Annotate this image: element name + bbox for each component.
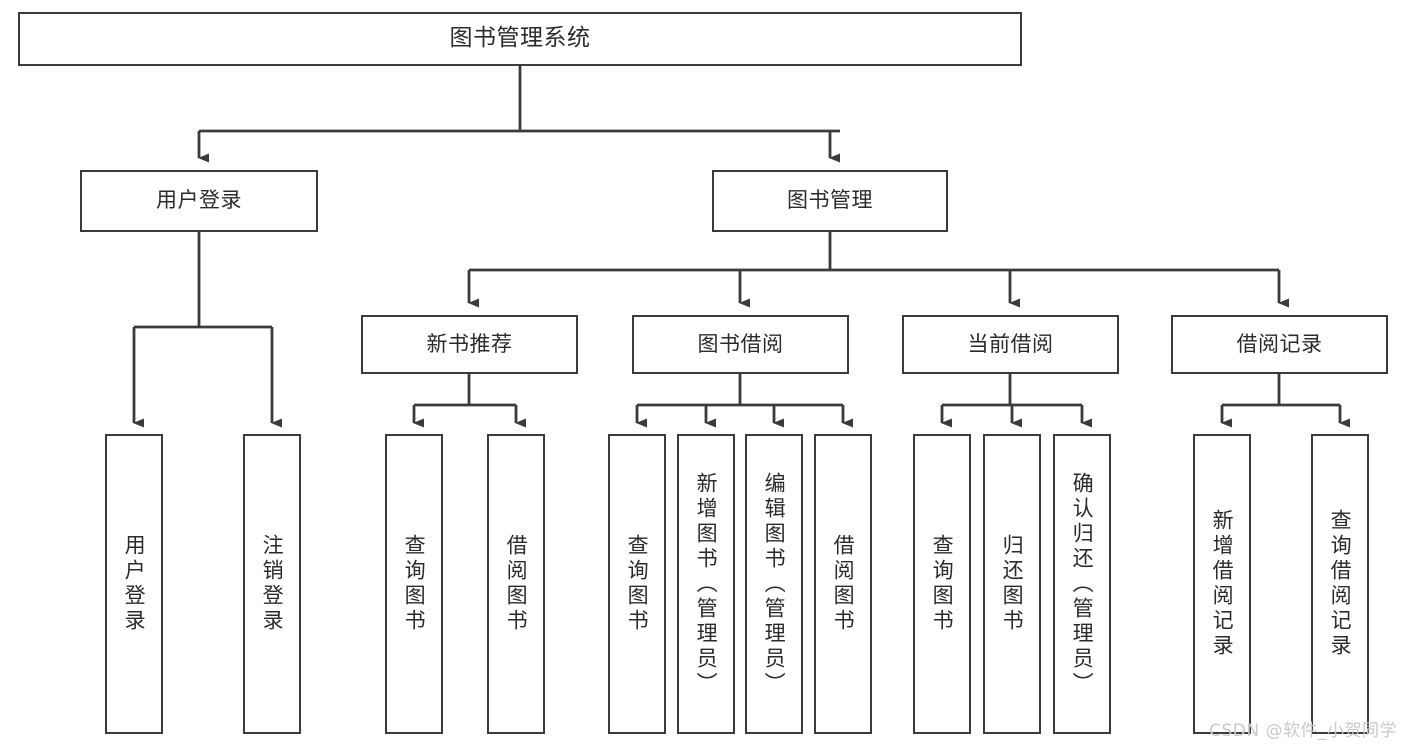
edges-currentborrow-to-leaves — [940, 374, 1092, 428]
node-label: 借阅记录 — [1236, 331, 1323, 356]
node-label: 用户登录 — [156, 188, 242, 213]
node-leaf-query-book-2[interactable]: 查询图书 — [608, 434, 666, 734]
node-leaf-add-book[interactable]: 新增图书（管理员） — [677, 434, 735, 734]
node-label: 用户登录 — [122, 534, 147, 634]
node-current-borrow[interactable]: 当前借阅 — [902, 315, 1119, 374]
node-label: 图书管理 — [787, 188, 873, 213]
node-leaf-add-record[interactable]: 新增借阅记录 — [1193, 434, 1251, 734]
node-borrow-record[interactable]: 借阅记录 — [1171, 315, 1388, 374]
node-label: 查询图书 — [625, 534, 650, 634]
edges-newbook-to-leaves — [412, 374, 526, 428]
edges-borrowrecord-to-leaves — [1220, 374, 1350, 428]
edges-bookmgmt-to-level3 — [467, 232, 1289, 308]
node-label: 归还图书 — [1000, 534, 1025, 634]
node-leaf-query-book-1[interactable]: 查询图书 — [385, 434, 443, 734]
node-leaf-confirm-return[interactable]: 确认归还（管理员） — [1053, 434, 1111, 734]
node-leaf-edit-book[interactable]: 编辑图书（管理员） — [745, 434, 803, 734]
node-label: 新增图书（管理员） — [694, 471, 719, 697]
node-leaf-query-book-3[interactable]: 查询图书 — [913, 434, 971, 734]
node-label: 查询图书 — [930, 534, 955, 634]
edges-bookborrow-to-leaves — [635, 374, 853, 428]
node-label: 查询图书 — [402, 534, 427, 634]
node-book-management[interactable]: 图书管理 — [712, 170, 948, 232]
node-user-login[interactable]: 用户登录 — [80, 170, 318, 232]
node-label: 图书管理系统 — [449, 25, 591, 52]
node-new-book-recommend[interactable]: 新书推荐 — [361, 315, 578, 374]
node-label: 查询借阅记录 — [1328, 509, 1353, 659]
csdn-watermark: CSDN @软件_小贺同学 — [1209, 721, 1397, 741]
node-label: 借阅图书 — [831, 534, 856, 634]
node-label: 编辑图书（管理员） — [762, 471, 787, 697]
node-label: 确认归还（管理员） — [1070, 471, 1095, 697]
node-root-book-management-system[interactable]: 图书管理系统 — [18, 12, 1022, 66]
edges-root-to-level2 — [197, 66, 840, 163]
edges-userlogin-to-leaves — [132, 232, 282, 428]
node-leaf-query-record[interactable]: 查询借阅记录 — [1311, 434, 1369, 734]
node-leaf-user-login[interactable]: 用户登录 — [105, 434, 163, 734]
node-leaf-borrow-book-2[interactable]: 借阅图书 — [814, 434, 872, 734]
node-label: 新书推荐 — [426, 331, 513, 356]
node-label: 新增借阅记录 — [1210, 509, 1235, 659]
node-leaf-borrow-book-1[interactable]: 借阅图书 — [487, 434, 545, 734]
node-label: 注销登录 — [260, 534, 285, 634]
node-label: 图书借阅 — [697, 331, 784, 356]
node-label: 当前借阅 — [967, 331, 1054, 356]
node-book-borrow[interactable]: 图书借阅 — [632, 315, 849, 374]
node-leaf-logout-login[interactable]: 注销登录 — [243, 434, 301, 734]
node-label: 借阅图书 — [504, 534, 529, 634]
node-leaf-return-book[interactable]: 归还图书 — [983, 434, 1041, 734]
